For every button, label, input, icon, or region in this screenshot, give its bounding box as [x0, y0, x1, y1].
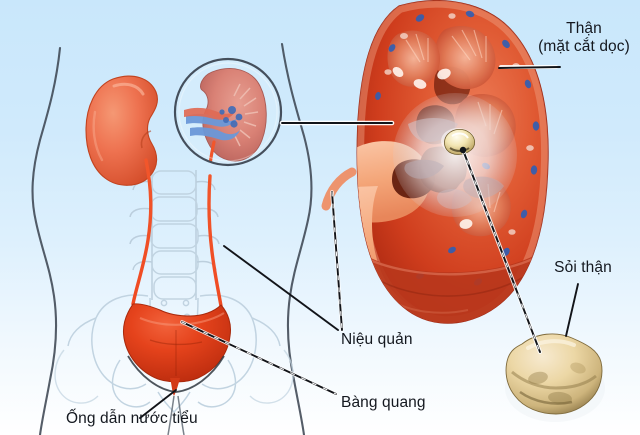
magnifier-circle — [173, 57, 283, 167]
leader-lines — [139, 65, 579, 419]
leader-stone-label — [565, 283, 579, 337]
leader-ureter-to-body — [223, 245, 339, 331]
label-urethra: Ống dẫn nước tiểu — [66, 410, 198, 427]
left-kidney-small — [85, 75, 159, 186]
label-ureter: Niệu quản — [341, 331, 413, 348]
leader-ureter — [330, 190, 344, 332]
leader-bladder — [180, 320, 338, 396]
bladder — [123, 303, 231, 396]
label-kidney-stone: Sỏi thận — [554, 259, 612, 276]
ureter-left — [131, 158, 153, 306]
leader-kidney-label — [498, 65, 561, 69]
label-bladder: Bàng quang — [341, 394, 426, 411]
ureter-right — [207, 174, 223, 308]
perineum-outline — [127, 355, 225, 393]
urethra — [167, 395, 185, 435]
label-kidney: Thận (mặt cắt dọc) — [538, 20, 630, 55]
kidney-stone-in-kidney — [441, 128, 476, 155]
leader-stone — [461, 148, 542, 354]
kidney-stone-enlarged — [505, 333, 605, 422]
leader-urethra — [139, 389, 177, 419]
right-kidney-magnified — [173, 57, 283, 167]
pelvis-bones-lower — [54, 349, 294, 404]
